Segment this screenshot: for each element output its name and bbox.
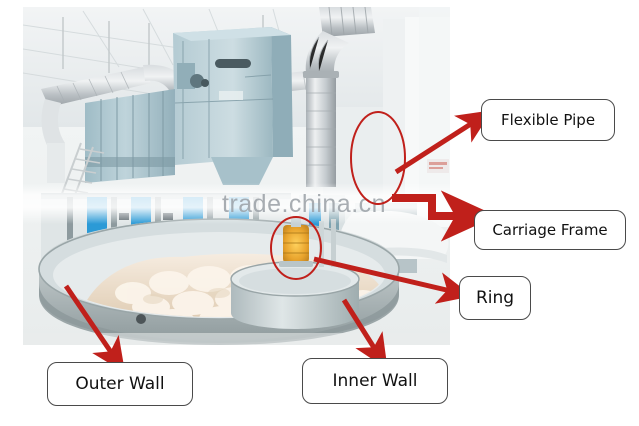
callout-label-carriage-frame[interactable]: Carriage Frame [474, 210, 626, 250]
callout-label-text: Ring [475, 288, 515, 308]
product-photograph [23, 7, 450, 345]
callout-label-inner-wall[interactable]: Inner Wall [302, 358, 448, 404]
callout-label-text: Carriage Frame [492, 221, 608, 239]
callout-label-text: Outer Wall [75, 374, 165, 394]
callout-label-text: Flexible Pipe [500, 111, 596, 129]
callout-label-ring[interactable]: Ring [459, 276, 531, 320]
callout-label-flexible-pipe[interactable]: Flexible Pipe [481, 99, 615, 141]
watermark-text: trade.china.cn [222, 190, 387, 218]
callout-label-text: Inner Wall [332, 371, 418, 391]
callout-label-outer-wall[interactable]: Outer Wall [47, 362, 193, 406]
photo-scene [23, 7, 450, 345]
